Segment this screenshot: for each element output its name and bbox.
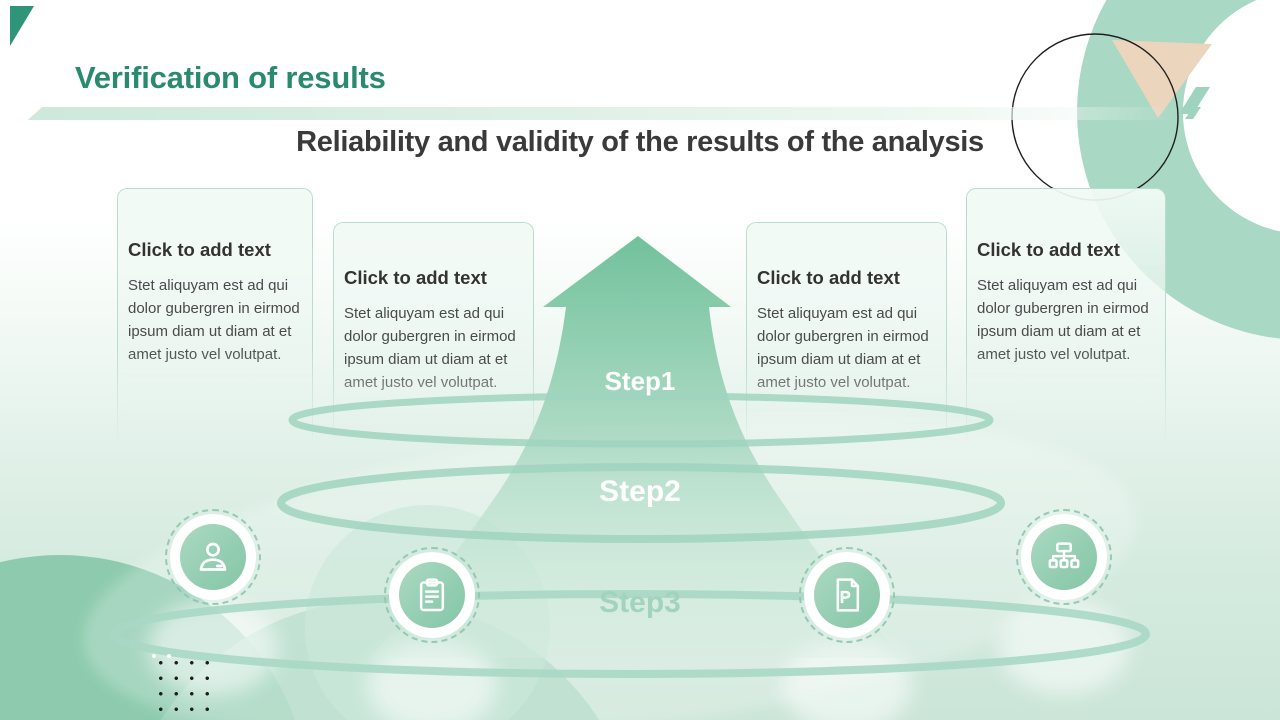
badge-ring: P [804,552,890,638]
card-body: Stet aliquyam est ad qui dolor gubergren… [977,277,1149,363]
document-p-icon: P [814,562,880,628]
card-heading: Click to add text [128,239,271,260]
clipboard-badge [384,547,480,643]
org-chart-icon [1031,524,1097,590]
card-heading: Click to add text [977,239,1120,260]
dot [152,654,156,658]
text-card-1[interactable]: Click to add text Stet aliquyam est ad q… [117,188,313,446]
icon-reflection [999,600,1129,695]
user-icon [180,524,246,590]
badge-ring [1021,514,1107,600]
step1-label: Step1 [604,366,676,396]
title-underline-band [28,107,1215,120]
badge-ring [170,514,256,600]
dot-grid-decoration [151,652,211,712]
step2-label: Step2 [599,475,681,508]
page-title: Verification of results [75,60,386,95]
text-card-3[interactable]: Click to add text Stet aliquyam est ad q… [746,222,947,446]
card-heading: Click to add text [344,267,487,288]
text-card-2[interactable]: Click to add text Stet aliquyam est ad q… [333,222,534,446]
svg-text:P: P [840,590,851,607]
card-body: Stet aliquyam est ad qui dolor gubergren… [128,277,300,363]
card-heading: Click to add text [757,267,900,288]
user-badge [165,509,261,605]
clipboard-icon [399,562,465,628]
dot [167,654,171,658]
slide-subtitle: Reliability and validity of the results … [296,126,984,158]
document-badge: P [799,547,895,643]
org-chart-badge [1016,509,1112,605]
text-card-4[interactable]: Click to add text Stet aliquyam est ad q… [966,188,1166,446]
badge-ring [389,552,475,638]
step3-label: Step3 [599,586,681,619]
